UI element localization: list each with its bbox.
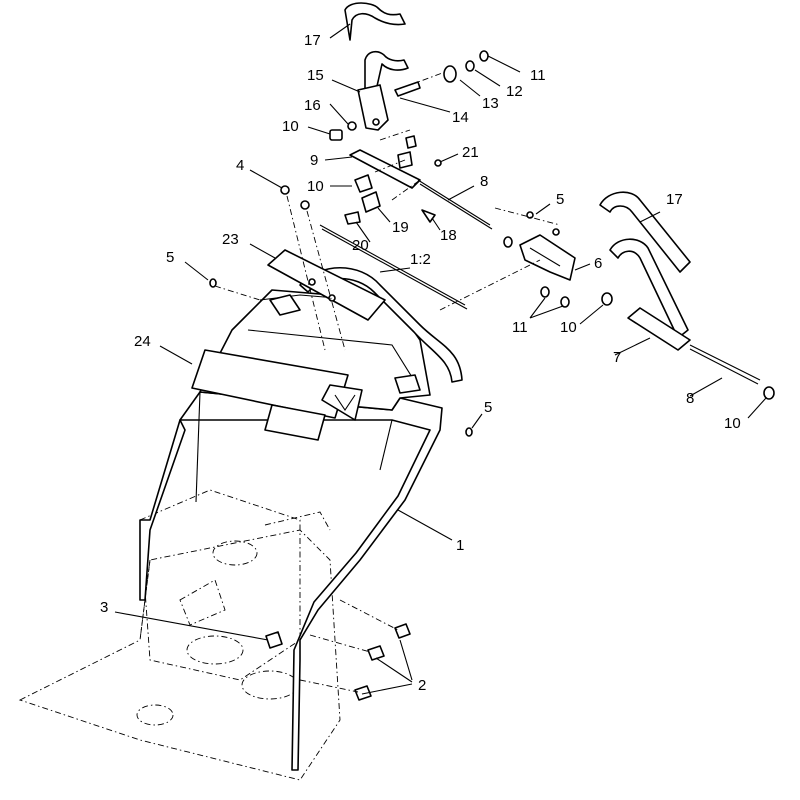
bracket-6 [439,207,576,311]
control-cable [319,224,468,310]
callout-8-right: 8 [686,390,694,407]
callout-5-top: 5 [556,191,564,208]
callout-labels: 17 15 16 14 13 12 11 10 9 21 4 10 8 19 1… [100,32,741,694]
callout-16: 16 [304,97,321,114]
callout-2: 2 [418,677,426,694]
callout-3: 3 [100,599,108,616]
callout-14: 14 [452,109,469,126]
callout-ratio-1-2: 1:2 [410,251,431,268]
callout-8-top: 8 [480,173,488,190]
callout-10-bottom: 10 [724,415,741,432]
callout-9: 9 [310,152,318,169]
callout-10-top: 10 [282,118,299,135]
bolts-5 [209,278,473,437]
hardware-11-12-13 [443,50,489,83]
callout-4: 4 [236,157,244,174]
callout-5-mid: 5 [484,399,492,416]
callout-7: 7 [613,349,621,366]
right-handle-assembly [599,191,775,400]
callout-10-mid: 10 [307,178,324,195]
callout-12: 12 [506,83,523,100]
callout-11-mid: 11 [512,319,528,336]
callout-1: 1 [456,537,464,554]
cable-assembly-9 [329,129,493,230]
callout-21: 21 [462,144,479,161]
callout-13: 13 [482,95,499,112]
callout-5-left: 5 [166,249,174,266]
callout-23: 23 [222,231,239,248]
callout-15: 15 [307,67,324,84]
callout-17-right: 17 [666,191,683,208]
callout-20: 20 [352,237,369,254]
leader-lines [114,23,767,695]
pins-4 [280,185,346,351]
callout-17-top: 17 [304,32,321,49]
callout-11-top: 11 [530,67,546,84]
callout-18: 18 [440,227,457,244]
left-handle-assembly [344,2,446,131]
callout-6: 6 [594,255,602,272]
decal-23 [267,249,386,321]
callout-10-right: 10 [560,319,577,336]
decal-24 [191,349,363,441]
main-frame [139,289,443,771]
callout-24: 24 [134,333,151,350]
callout-19: 19 [392,219,409,236]
bolts-2-and-nut-3 [265,599,411,701]
base-plate [18,489,341,781]
